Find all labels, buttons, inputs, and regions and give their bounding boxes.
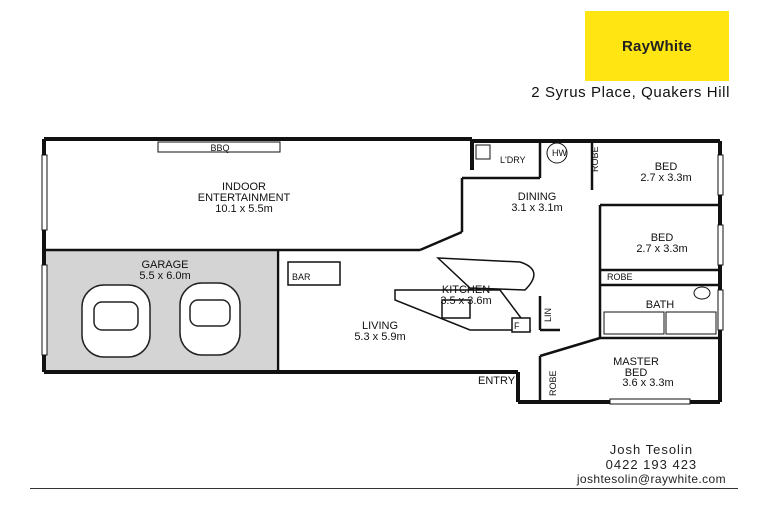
laundry-label: L'DRY bbox=[500, 155, 526, 165]
bed2-name: BED bbox=[651, 232, 674, 244]
bed2-size: 2.7 x 3.3m bbox=[636, 243, 687, 255]
indoor-entertainment-size: 10.1 x 5.5m bbox=[215, 203, 272, 215]
agent-email: joshtesolin@raywhite.com bbox=[576, 472, 726, 486]
bar-bench bbox=[287, 261, 341, 286]
fridge-label: F bbox=[514, 321, 520, 331]
master-bed-size: 3.6 x 3.3m bbox=[622, 377, 673, 389]
bed1-name: BED bbox=[655, 161, 678, 173]
indoor-entertainment-name1: INDOOR bbox=[222, 181, 266, 193]
bath-fixtures bbox=[603, 286, 717, 335]
bath-name: BATH bbox=[646, 299, 675, 311]
kitchen-size: 3.5 x 3.6m bbox=[440, 295, 491, 307]
living-size: 5.3 x 5.9m bbox=[354, 331, 405, 343]
kitchen-benches bbox=[394, 257, 535, 333]
interior-walls bbox=[44, 141, 720, 402]
garage-size: 5.5 x 6.0m bbox=[139, 270, 190, 282]
windows bbox=[41, 154, 724, 405]
logo-text: RayWhite bbox=[622, 37, 692, 55]
linen-label: LIN bbox=[543, 308, 553, 322]
master-bed-name2: BED bbox=[625, 367, 648, 379]
robe-label-master: ROBE bbox=[548, 370, 558, 396]
hot-water-label: HW bbox=[552, 148, 567, 158]
entry-label: ENTRY bbox=[478, 375, 516, 387]
garage-name: GARAGE bbox=[141, 259, 188, 271]
living-name: LIVING bbox=[362, 320, 398, 332]
robe-label-bed2: ROBE bbox=[607, 272, 633, 282]
property-address: 2 Syrus Place, Quakers Hill bbox=[531, 84, 730, 101]
indoor-entertainment-name2: ENTERTAINMENT bbox=[198, 192, 291, 204]
footer-divider bbox=[30, 488, 738, 489]
bed1-size: 2.7 x 3.3m bbox=[640, 172, 691, 184]
agent-contact: Josh Tesolin 0422 193 423 joshtesolin@ra… bbox=[577, 442, 726, 487]
master-bed-name1: MASTER bbox=[613, 356, 659, 368]
raywhite-logo: RayWhite bbox=[585, 11, 729, 81]
agent-phone: 0422 193 423 bbox=[605, 457, 698, 472]
bbq-label: BBQ bbox=[210, 143, 229, 153]
agent-name: Josh Tesolin bbox=[609, 442, 694, 457]
laundry-fixtures bbox=[475, 142, 568, 164]
car-icons bbox=[81, 282, 241, 358]
dining-name: DINING bbox=[518, 191, 557, 203]
robe-label-bed1: ROBE bbox=[590, 146, 600, 172]
bar-label: BAR bbox=[292, 272, 311, 282]
bbq-counter bbox=[157, 141, 281, 153]
kitchen-name: KITCHEN bbox=[442, 284, 490, 296]
dining-size: 3.1 x 3.1m bbox=[511, 202, 562, 214]
